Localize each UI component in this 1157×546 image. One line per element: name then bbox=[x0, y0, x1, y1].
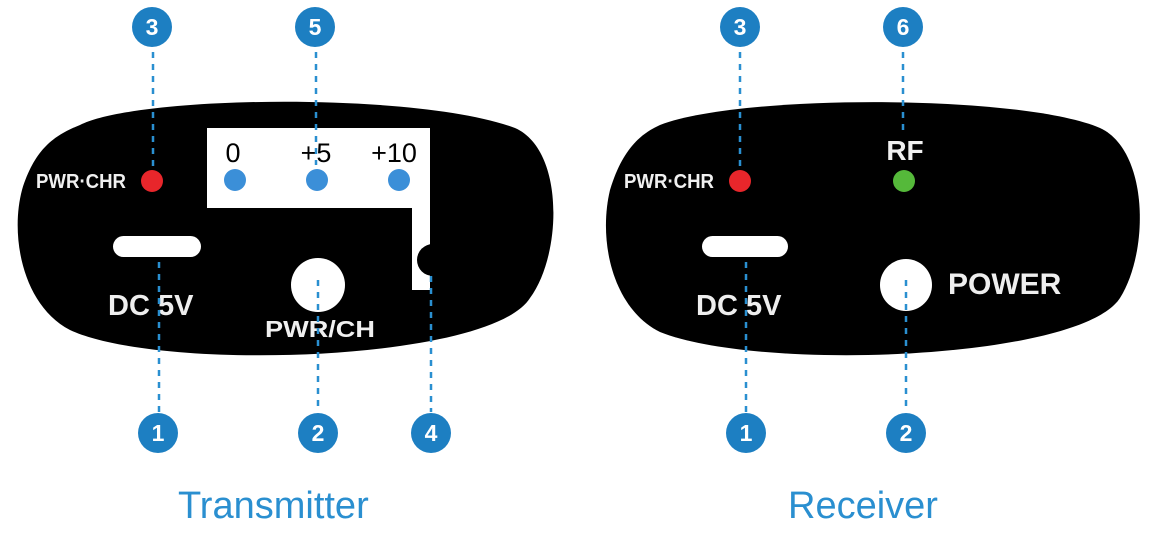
level-label-plus10: +10 bbox=[371, 138, 417, 168]
svg-text:2: 2 bbox=[312, 420, 325, 446]
svg-text:3: 3 bbox=[146, 14, 159, 40]
svg-text:2: 2 bbox=[900, 420, 913, 446]
tx-callout-4: 4 bbox=[411, 413, 451, 453]
svg-text:6: 6 bbox=[897, 14, 910, 40]
level-led-0 bbox=[224, 169, 246, 191]
db-button[interactable] bbox=[417, 244, 449, 276]
transmitter-caption: Transmitter bbox=[178, 485, 369, 527]
rx-pwr-chr-led bbox=[729, 170, 751, 192]
tx-callout-5: 5 bbox=[295, 7, 335, 47]
db-label: dB bbox=[458, 248, 487, 273]
rx-callout-1: 1 bbox=[726, 413, 766, 453]
rx-callout-6: 6 bbox=[883, 7, 923, 47]
svg-text:1: 1 bbox=[740, 420, 753, 446]
tx-callout-2: 2 bbox=[298, 413, 338, 453]
rx-rf-led bbox=[893, 170, 915, 192]
receiver-body bbox=[605, 102, 1140, 356]
rx-callout-2: 2 bbox=[886, 413, 926, 453]
receiver-panel: PWR·CHR RF DC 5V POWER 3 6 1 bbox=[605, 7, 1140, 453]
tx-callout-3: 3 bbox=[132, 7, 172, 47]
svg-text:4: 4 bbox=[425, 420, 438, 446]
rx-dc-label: DC 5V bbox=[696, 290, 782, 322]
tx-dc-label: DC 5V bbox=[108, 290, 194, 322]
transmitter-panel: 0 +5 +10 dB PWR·CHR DC 5V PWR/CH 3 bbox=[17, 7, 554, 453]
rx-rf-label: RF bbox=[886, 135, 923, 166]
tx-pwr-ch-label: PWR/CH bbox=[265, 316, 375, 342]
tx-pwr-chr-led bbox=[141, 170, 163, 192]
rx-callout-3: 3 bbox=[720, 7, 760, 47]
level-led-plus10 bbox=[388, 169, 410, 191]
level-led-plus5 bbox=[306, 169, 328, 191]
rx-dc-port[interactable] bbox=[702, 236, 788, 257]
tx-pwr-chr-label: PWR·CHR bbox=[36, 171, 127, 193]
tx-callout-1: 1 bbox=[138, 413, 178, 453]
level-indicator-panel bbox=[207, 128, 430, 290]
tx-dc-port[interactable] bbox=[113, 236, 201, 257]
receiver-caption: Receiver bbox=[788, 485, 938, 527]
svg-text:1: 1 bbox=[152, 420, 165, 446]
svg-text:3: 3 bbox=[734, 14, 747, 40]
rx-power-label: POWER bbox=[948, 268, 1062, 301]
level-label-0: 0 bbox=[225, 138, 240, 168]
svg-text:5: 5 bbox=[309, 14, 322, 40]
rx-pwr-chr-label: PWR·CHR bbox=[624, 171, 715, 193]
